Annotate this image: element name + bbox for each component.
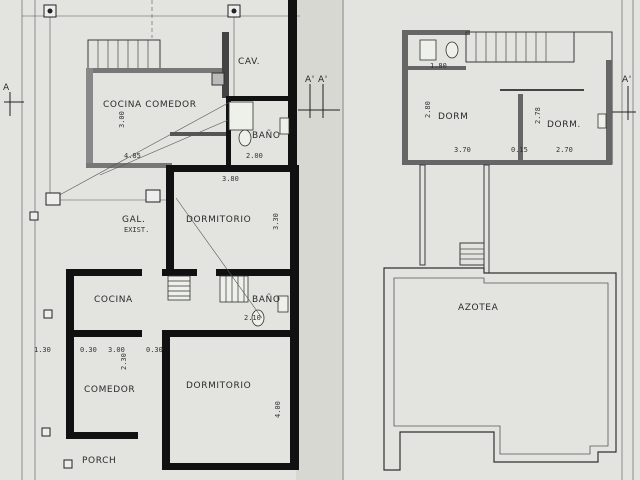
- diagonal-sightline-b: [99, 119, 229, 176]
- section-marker-a-prime-mid: A' A': [298, 75, 340, 118]
- wall-cocina-bottom: [86, 163, 172, 168]
- room-label-cocina: COCINA: [94, 295, 133, 305]
- section-marker-a-left: A: [3, 83, 24, 116]
- marker-post-top-left: [43, 4, 57, 18]
- upper-wall-right: [606, 60, 612, 164]
- wall-dorm1-top: [166, 165, 299, 172]
- upper-window: [597, 113, 607, 129]
- dim-2-00: 2.00: [246, 152, 263, 160]
- marker-post-cocina: [43, 309, 53, 319]
- room-label-azotea: AZOTEA: [458, 303, 499, 313]
- wall-dorm2-top: [162, 330, 294, 337]
- section-marker-a-prime-right: A': [612, 75, 636, 120]
- azotea-inner: [393, 277, 609, 455]
- dim-3-80: 3.80: [222, 175, 239, 183]
- bano-lower-stair: [219, 275, 249, 303]
- dim-2-30: 2.30: [120, 353, 128, 370]
- wall-cocina-top: [88, 68, 223, 73]
- svg-text:A': A': [305, 75, 315, 85]
- column-left: [419, 164, 426, 266]
- wall-cocina-top-lower: [66, 269, 142, 276]
- room-label-comedor: COMEDOR: [84, 385, 135, 395]
- dim-2-10: 2.10: [244, 314, 261, 322]
- stair-lower: [167, 275, 191, 301]
- toilet-lower: [251, 309, 265, 327]
- wall-bano-lower-top: [216, 269, 294, 276]
- marker-post-mid-left: [45, 192, 61, 206]
- room-label-dorm-1: DORM: [438, 112, 468, 122]
- svg-text:A: A: [3, 83, 10, 93]
- diagonal-sightline-a: [53, 101, 231, 199]
- room-label-cocina-comedor: COCINA COMEDOR: [103, 100, 197, 110]
- room-label-dorm-2: DORM.: [547, 120, 581, 130]
- wall-dorm1-left: [166, 165, 174, 273]
- wall-bano-left: [226, 96, 231, 166]
- marker-post-top-right: [227, 4, 241, 18]
- azotea-outline: [383, 267, 617, 471]
- marker-post-porch: [63, 459, 73, 469]
- wall-mid-horizontal: [162, 269, 197, 276]
- room-label-bano-lower: BAÑO: [252, 294, 281, 305]
- upper-wall-left: [402, 32, 408, 164]
- azotea-stair-treads: [460, 248, 484, 260]
- dim-3-30: 3.30: [272, 213, 280, 230]
- upper-wall-bottom: [402, 160, 612, 165]
- stair-lower-treads: [168, 280, 190, 297]
- bano-lower-stair-treads: [225, 276, 245, 302]
- paper-fold-shade: [296, 0, 344, 480]
- svg-text:A': A': [622, 75, 632, 85]
- upper-wall-top: [402, 30, 470, 35]
- sink-upper: [279, 117, 290, 135]
- room-label-bano-upper: BAÑO: [252, 130, 281, 141]
- toilet-upper: [238, 129, 252, 147]
- marker-post-comedor: [41, 427, 51, 437]
- dim-2-78: 2.78: [534, 107, 542, 124]
- marker-post-mid: [29, 211, 39, 221]
- dim-2-70: 2.70: [556, 146, 573, 154]
- wall-house-bottom: [162, 463, 298, 470]
- stair-top-right-treads: [475, 32, 547, 62]
- dim-0-15: 0.15: [511, 146, 528, 154]
- dim-3-00b: 3.00: [108, 346, 125, 354]
- wall-cocina-left: [86, 68, 93, 168]
- room-label-porch: PORCH: [82, 456, 116, 466]
- wall-cav-left: [222, 32, 229, 98]
- room-label-cav: CAV.: [238, 57, 260, 67]
- room-label-gal-exist: EXIST.: [124, 226, 149, 234]
- stair-upper-treads: [97, 40, 149, 70]
- dim-2-80: 2.80: [424, 101, 432, 118]
- dim-3-70: 3.70: [454, 146, 471, 154]
- room-label-dormitorio-2: DORMITORIO: [186, 381, 251, 391]
- dim-3-00: 3.00: [118, 111, 126, 128]
- upper-bath-fixture: [419, 39, 437, 61]
- room-label-gal: GAL.: [122, 215, 145, 225]
- dim-1-80: 1.80: [430, 62, 447, 70]
- room-label-dormitorio-1: DORMITORIO: [186, 215, 251, 225]
- upper-bath-toilet: [445, 41, 459, 59]
- dim-0-30a: 0.30: [80, 346, 97, 354]
- chimney: [211, 72, 225, 86]
- wall-upper-bano-right: [288, 0, 297, 170]
- diagonal-dorm1: [175, 197, 263, 319]
- sink-lower: [277, 295, 289, 313]
- wall-upper-bano-top: [228, 96, 294, 101]
- wall-cocina-left: [66, 269, 74, 437]
- dim-4-00: 4.00: [274, 401, 282, 418]
- wall-comedor-top: [66, 330, 142, 337]
- marker-post-gal: [145, 189, 161, 203]
- shower-tray: [228, 101, 254, 131]
- wall-dorm2-left: [162, 330, 170, 470]
- wall-house-right: [290, 165, 299, 470]
- upper-wall-partition: [518, 94, 523, 164]
- dim-0-30b: 0.30: [146, 346, 163, 354]
- upper-wall-bath-bottom: [408, 66, 466, 70]
- svg-text:A': A': [318, 75, 328, 85]
- wall-comedor-bottom: [66, 432, 138, 439]
- wall-cocina-partition: [170, 132, 226, 136]
- dim-4-85: 4.85: [124, 152, 141, 160]
- stair-top-right: [465, 31, 575, 63]
- dim-1-30: 1.30: [34, 346, 51, 354]
